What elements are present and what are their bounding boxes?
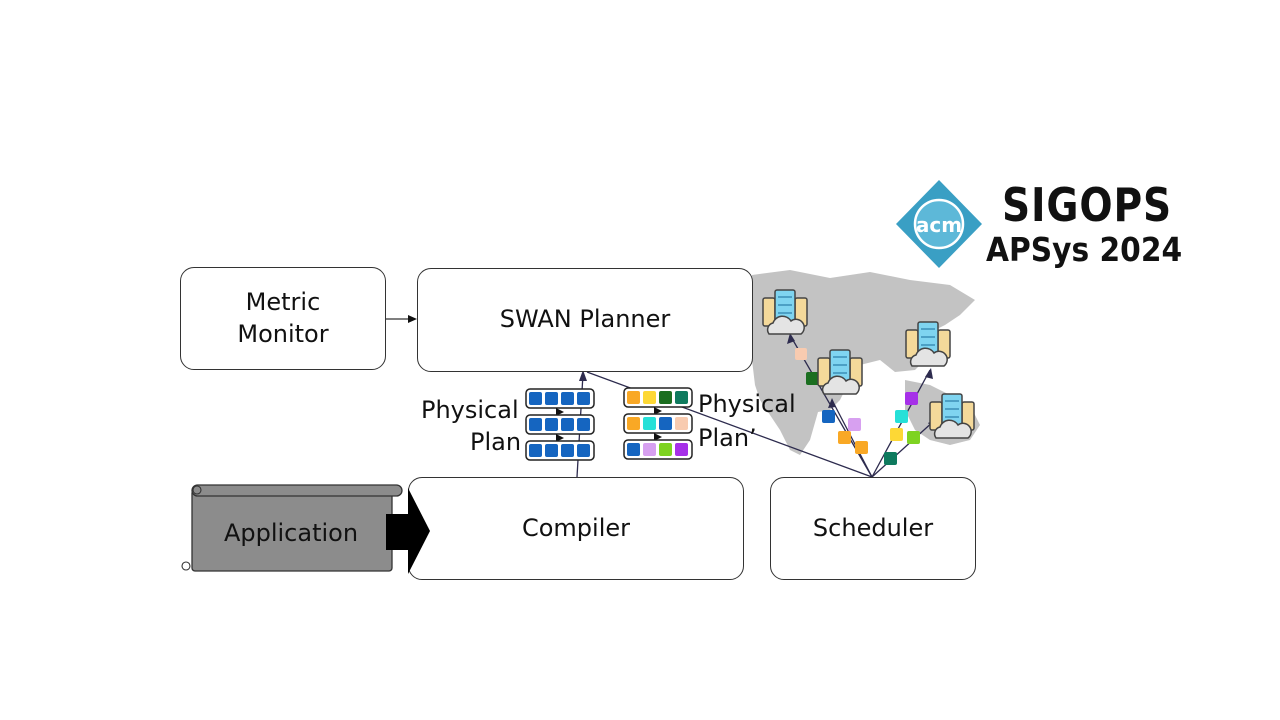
- swan-planner-box[interactable]: SWAN Planner: [417, 268, 753, 372]
- task-chip: [855, 441, 868, 454]
- scheduler-label: Scheduler: [812, 513, 934, 542]
- app-arrow-head: [408, 488, 430, 574]
- plan-task: [627, 417, 640, 430]
- task-chip: [884, 452, 897, 465]
- plan-task: [529, 418, 542, 431]
- plan-stage: [525, 388, 595, 409]
- acm-circle-icon: [913, 198, 965, 250]
- plan-task: [659, 443, 672, 456]
- plan-task: [561, 444, 574, 457]
- plan-task: [627, 391, 640, 404]
- physical-plan-prime-stack: [623, 387, 693, 460]
- arrowhead: [408, 315, 417, 323]
- plan-stage: [623, 439, 693, 460]
- metric-monitor-label: Metric Monitor: [237, 288, 329, 348]
- compiler-box[interactable]: Compiler: [408, 477, 744, 580]
- plan-task: [577, 392, 590, 405]
- plan-task: [577, 418, 590, 431]
- plan-stage: [623, 413, 693, 434]
- scroll-curl-icon: [192, 485, 202, 495]
- task-chip: [822, 410, 835, 423]
- plan-task: [627, 443, 640, 456]
- task-chip: [905, 392, 918, 405]
- plan-task: [529, 444, 542, 457]
- scroll-curl-icon: [181, 561, 191, 571]
- arrowhead: [579, 370, 587, 381]
- conference-title: APSys 2024: [986, 230, 1183, 269]
- scheduler-box[interactable]: Scheduler: [770, 477, 976, 580]
- arrowhead: [787, 333, 795, 344]
- task-chip: [890, 428, 903, 441]
- sigops-title: SIGOPS: [1002, 178, 1172, 232]
- plan-task: [561, 392, 574, 405]
- plan-task: [561, 418, 574, 431]
- plan-task: [545, 444, 558, 457]
- task-chip: [848, 418, 861, 431]
- plan-stage: [623, 387, 693, 408]
- stage-arrow: [556, 434, 564, 442]
- physical-plan-prime-label-2: Plan’: [698, 424, 757, 452]
- plan-task: [643, 417, 656, 430]
- plan-task: [545, 392, 558, 405]
- task-chip: [907, 431, 920, 444]
- plan-stage: [525, 414, 595, 435]
- stage-arrow: [556, 408, 564, 416]
- application-label: Application: [224, 519, 358, 547]
- task-chip: [838, 431, 851, 444]
- arrowhead: [925, 368, 933, 379]
- physical-plan-label-1: Physical: [421, 396, 519, 424]
- plan-stage: [525, 440, 595, 461]
- task-chips: [795, 348, 920, 465]
- task-chip: [895, 410, 908, 423]
- datacenter-icon: [929, 393, 975, 439]
- acm-badge-text: acm: [916, 213, 962, 237]
- plan-task: [675, 417, 688, 430]
- app-arrow-shaft: [386, 514, 408, 550]
- metric-monitor-box[interactable]: Metric Monitor: [180, 267, 386, 370]
- plan-task: [643, 443, 656, 456]
- arrowhead: [828, 398, 836, 408]
- plan-task: [675, 391, 688, 404]
- physical-plan-label-2: Plan: [470, 428, 522, 456]
- scroll-top-roll: [191, 484, 403, 497]
- plan-task: [659, 417, 672, 430]
- stage-arrow: [654, 407, 662, 415]
- compiler-label: Compiler: [521, 513, 631, 542]
- plan-task: [577, 444, 590, 457]
- datacenter-icon: [817, 349, 863, 395]
- plan-task: [529, 392, 542, 405]
- plan-task: [545, 418, 558, 431]
- swan-planner-label: SWAN Planner: [499, 305, 671, 334]
- plan-task: [643, 391, 656, 404]
- task-chip: [806, 372, 819, 385]
- task-chip: [795, 348, 807, 360]
- physical-plan-stack: [525, 388, 595, 461]
- plan-task: [675, 443, 688, 456]
- datacenter-icon: [905, 321, 951, 367]
- plan-task: [659, 391, 672, 404]
- physical-plan-prime-label-1: Physical: [698, 390, 796, 418]
- stage-arrow: [654, 433, 662, 441]
- datacenter-icon: [762, 289, 808, 335]
